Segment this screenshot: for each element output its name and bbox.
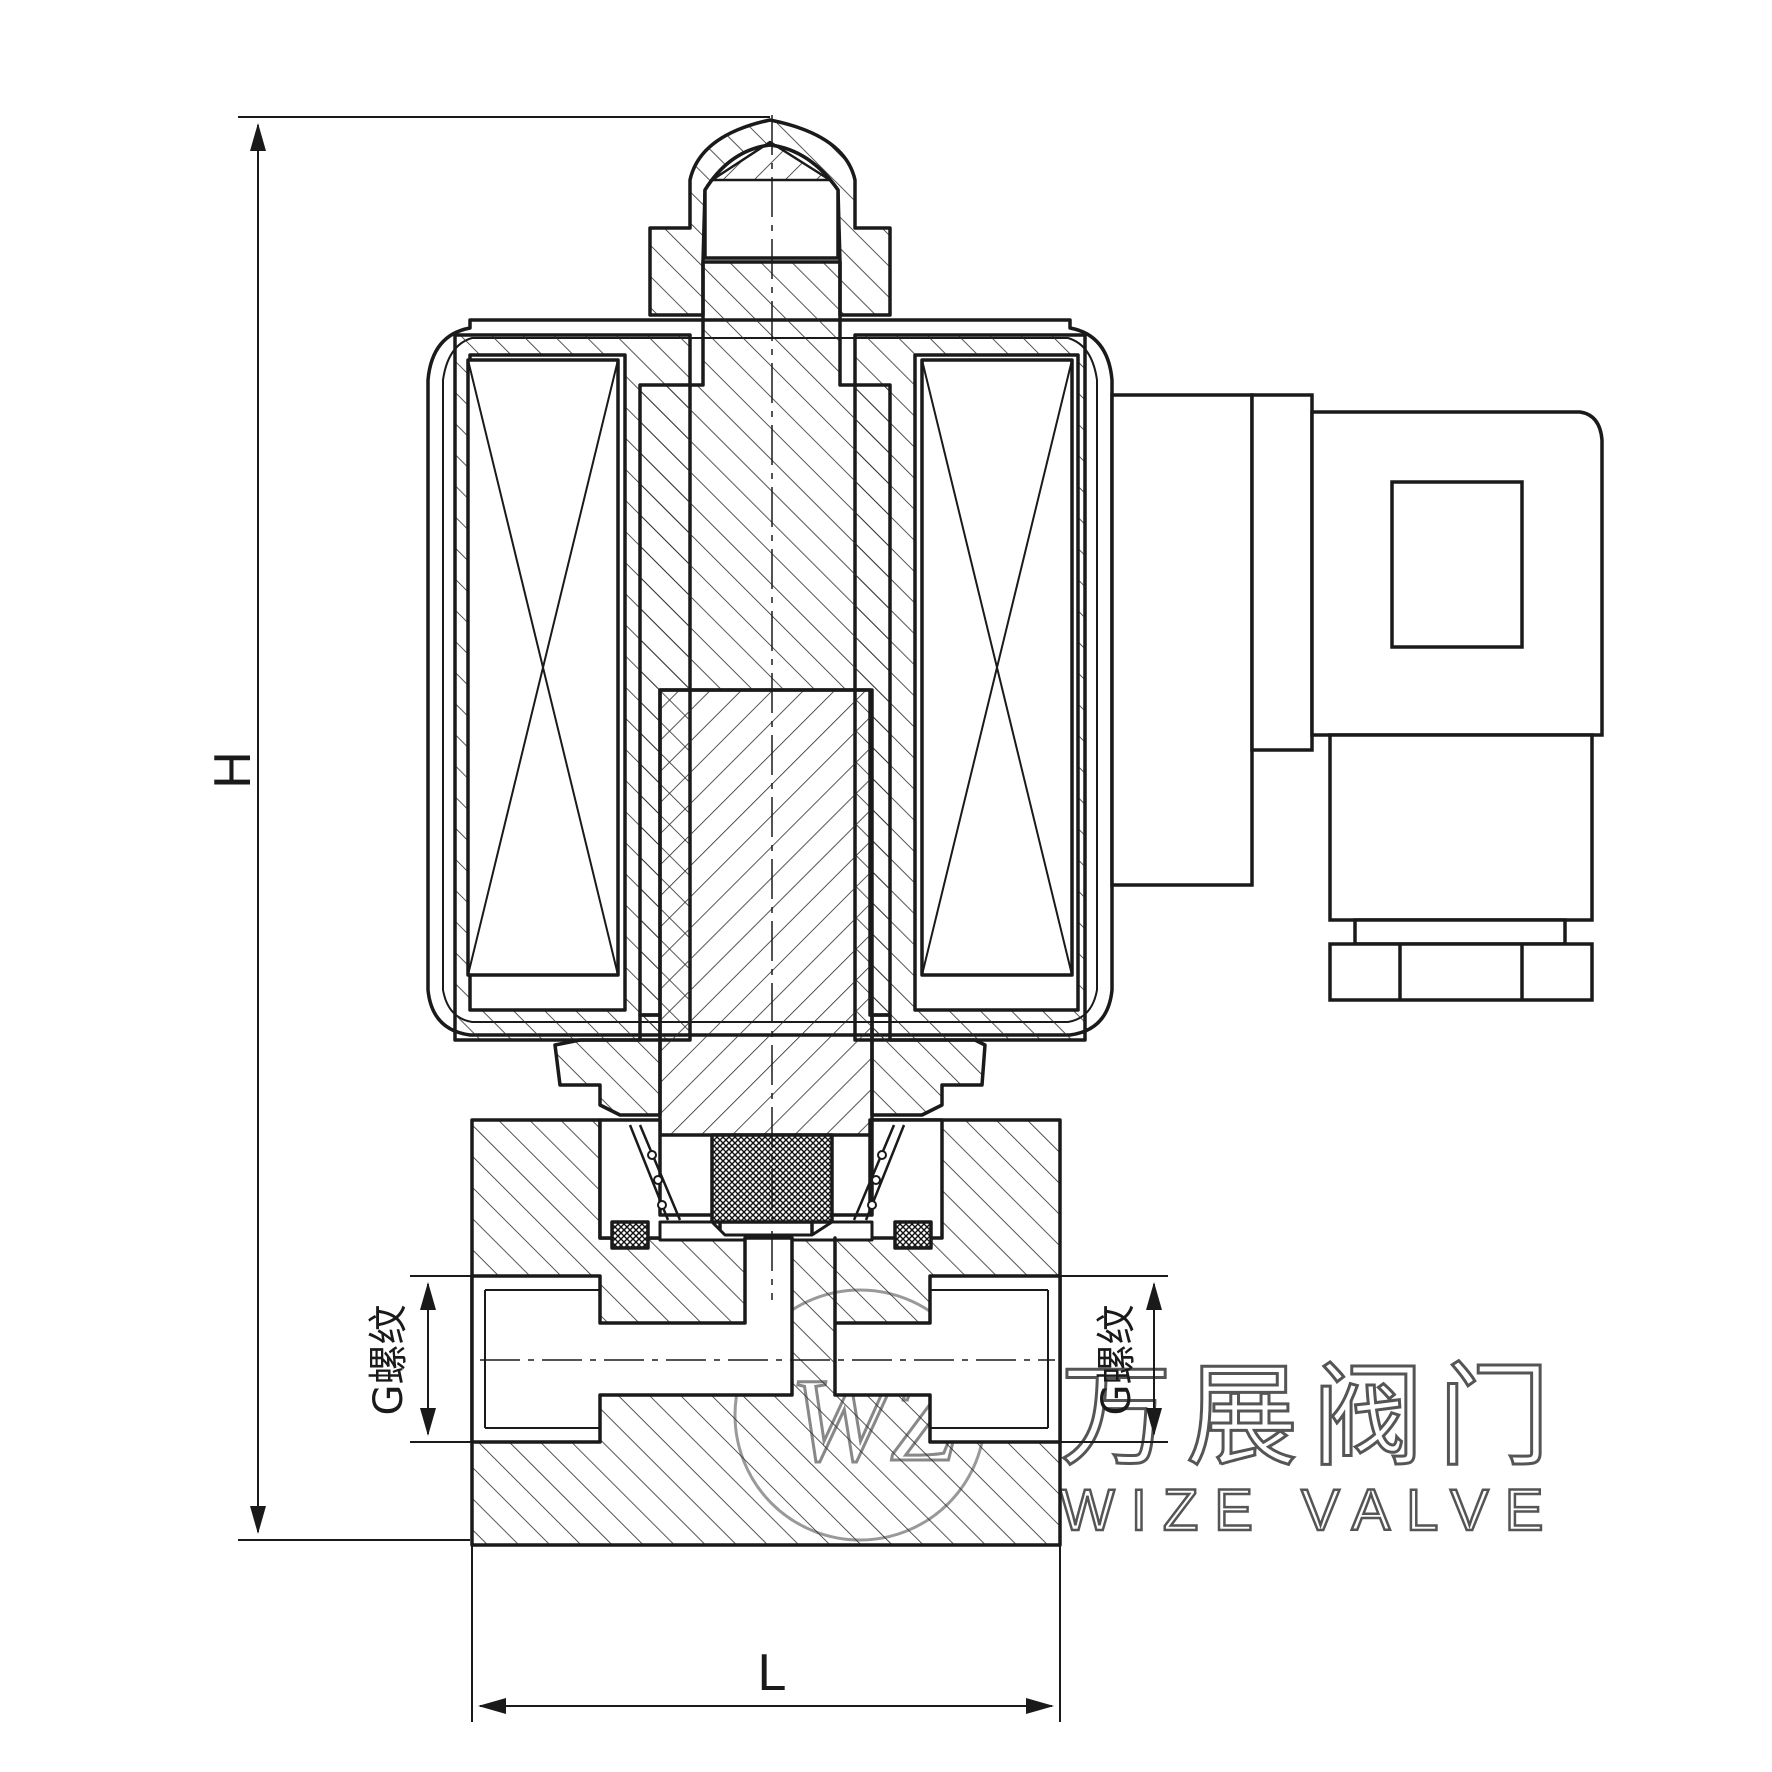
connector-neck [1328, 733, 1594, 922]
height-label: H [204, 751, 262, 789]
watermark-company-name-en: WIZE VALVE [1060, 1478, 1559, 1543]
right-winding-cross [921, 359, 1073, 976]
valve-body-section [426, 115, 1114, 1547]
moving-plunger [658, 688, 874, 1137]
length-label: L [758, 1644, 787, 1702]
electrical-connector [1110, 393, 1604, 1002]
spring-coils [647, 1150, 887, 1210]
cable-gland-nut [1328, 942, 1594, 1002]
left-o-ring [610, 1220, 650, 1250]
thread-dimension-right [1060, 1275, 1168, 1443]
seat-support [658, 1220, 874, 1242]
outlet-thread-lines [930, 1289, 1049, 1429]
length-dimension [471, 1545, 1061, 1722]
left-winding-cross [467, 359, 619, 976]
bonnet-flange [553, 1013, 987, 1117]
watermark-company-name: 万展阀门 [1060, 1352, 1564, 1482]
cable-gland-collar [1353, 918, 1567, 946]
thread-label-right: G螺纹 [1094, 1305, 1140, 1416]
connector-window [1390, 480, 1524, 649]
connector-base [1110, 393, 1254, 887]
thread-label-left: G螺纹 [366, 1305, 412, 1416]
thread-dimension-left [410, 1275, 480, 1443]
connector-gasket [1250, 393, 1314, 752]
inlet-thread-lines [484, 1289, 600, 1429]
cap-tip [710, 140, 832, 182]
watermark: WZ 万展阀门 WIZE VALVE [733, 1288, 1564, 1544]
right-o-ring [893, 1220, 933, 1250]
height-dimension [238, 116, 770, 1541]
